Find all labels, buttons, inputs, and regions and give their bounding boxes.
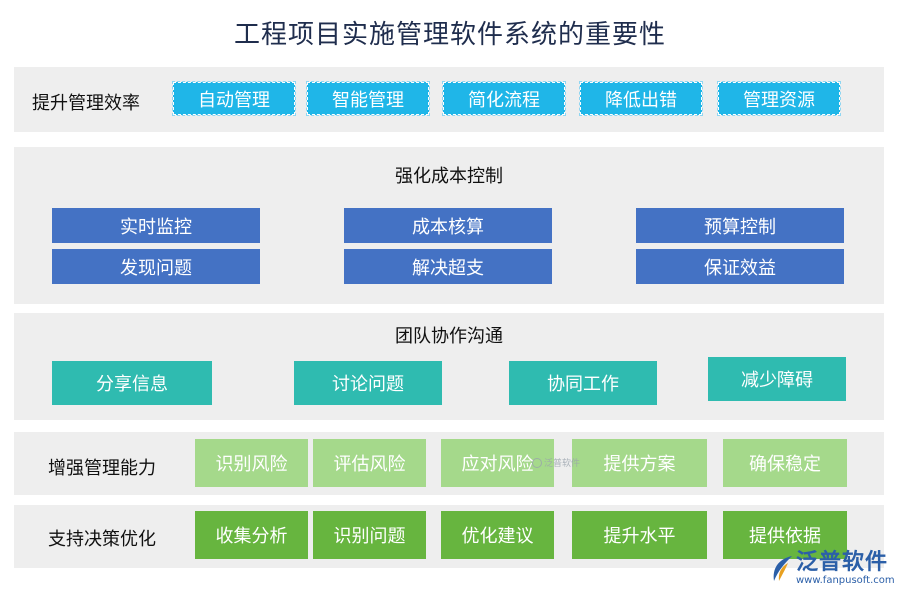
logo-url: www.fanpusoft.com	[796, 575, 895, 586]
logo-name: 泛普软件	[796, 550, 889, 575]
box-ensure-stability: 确保稳定	[723, 439, 847, 487]
box-resolve-overrun: 解决超支	[344, 249, 552, 284]
band-label: 增强管理能力	[48, 458, 156, 479]
box-discuss-issues: 讨论问题	[294, 361, 442, 405]
box-reduce-errors: 降低出错	[579, 81, 703, 116]
box-identify-risk: 识别风险	[195, 439, 308, 487]
box-optimize-suggestions: 优化建议	[441, 511, 554, 559]
box-assess-risk: 评估风险	[313, 439, 426, 487]
box-share-info: 分享信息	[52, 361, 212, 405]
box-provide-solution: 提供方案	[572, 439, 707, 487]
box-manage-resources: 管理资源	[717, 81, 841, 116]
box-find-problems: 发现问题	[52, 249, 260, 284]
logo-mark-icon	[532, 457, 542, 468]
box-improve-level: 提升水平	[572, 511, 707, 559]
watermark-center: 泛普软件	[532, 456, 580, 469]
brand-logo: 泛普软件 www.fanpusoft.com	[768, 552, 895, 586]
box-realtime-monitor: 实时监控	[52, 208, 260, 243]
box-provide-basis: 提供依据	[723, 511, 847, 559]
band-label: 支持决策优化	[48, 529, 156, 550]
box-ensure-benefit: 保证效益	[636, 249, 844, 284]
band-improve-efficiency: 提升管理效率 自动管理 智能管理 简化流程 降低出错 管理资源	[14, 67, 884, 132]
box-reduce-barriers: 减少障碍	[708, 357, 846, 401]
band-label: 强化成本控制	[395, 166, 503, 187]
box-collect-analyze: 收集分析	[195, 511, 308, 559]
box-budget-control: 预算控制	[636, 208, 844, 243]
band-label: 提升管理效率	[32, 93, 140, 114]
box-auto-management: 自动管理	[172, 81, 296, 116]
band-team-collaboration: 团队协作沟通 分享信息 讨论问题 协同工作 减少障碍	[14, 313, 884, 420]
logo-swoosh-icon	[773, 556, 792, 581]
page-title: 工程项目实施管理软件系统的重要性	[233, 20, 666, 50]
box-work-together: 协同工作	[509, 361, 657, 405]
band-management-capability: 增强管理能力 识别风险 评估风险 应对风险 提供方案 确保稳定	[14, 432, 884, 495]
band-label: 团队协作沟通	[395, 326, 503, 347]
watermark-text: 泛普软件	[544, 459, 581, 469]
box-smart-management: 智能管理	[306, 81, 430, 116]
box-identify-problems: 识别问题	[313, 511, 426, 559]
band-cost-control: 强化成本控制 实时监控 成本核算 预算控制 发现问题 解决超支 保证效益	[14, 147, 884, 304]
box-cost-accounting: 成本核算	[344, 208, 552, 243]
band-decision-optimization: 支持决策优化 收集分析 识别问题 优化建议 提升水平 提供依据	[14, 505, 884, 568]
box-simplify-process: 简化流程	[442, 81, 566, 116]
